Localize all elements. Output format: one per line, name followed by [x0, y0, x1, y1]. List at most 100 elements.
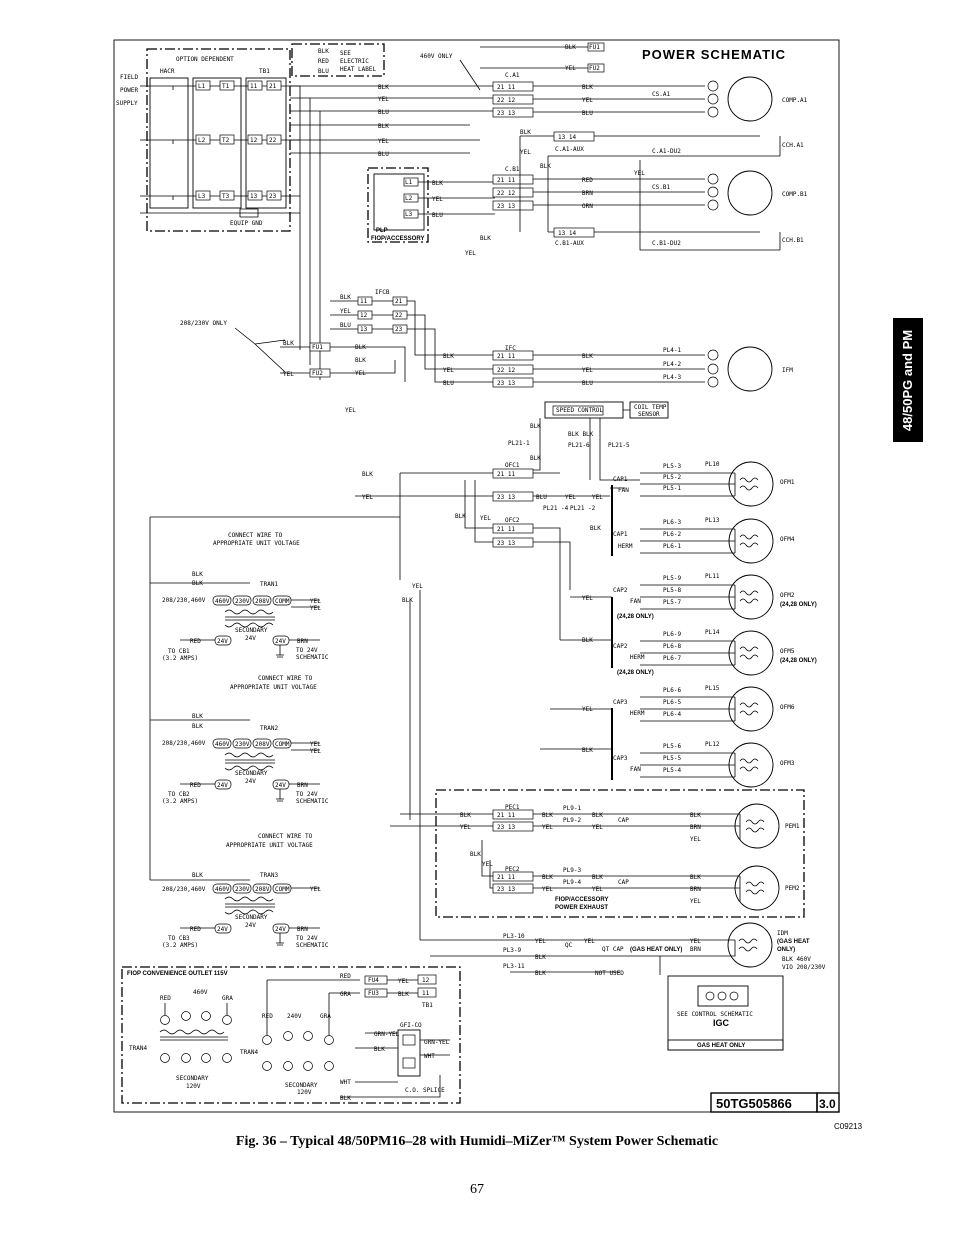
svg-text:23 13: 23 13: [497, 540, 515, 547]
svg-text:YEL: YEL: [582, 706, 593, 713]
svg-text:L1: L1: [198, 83, 206, 90]
option-dependent-label: OPTION DEPENDENT: [176, 56, 234, 63]
pl21-5-label: PL21-5: [608, 442, 630, 449]
svg-text:YEL: YEL: [362, 494, 373, 501]
svg-text:CAP3: CAP3: [613, 755, 628, 762]
svg-text:PEC1: PEC1: [505, 804, 520, 811]
du2-b1-label: C.B1-DU2: [652, 240, 681, 247]
svg-text:YEL: YEL: [340, 308, 351, 315]
comp-a1-label: COMP.A1: [782, 97, 808, 104]
svg-text:24V: 24V: [275, 638, 286, 645]
svg-text:BLK: BLK: [542, 812, 553, 819]
svg-text:L2: L2: [405, 195, 413, 202]
svg-text:TO 24V: TO 24V: [296, 647, 318, 654]
outdoor-fan-control: SPEED CONTROL COIL TEMP SENSOR BLKPL21-1…: [355, 401, 669, 640]
svg-text:PL3-11: PL3-11: [503, 963, 525, 970]
svg-text:QC: QC: [565, 942, 573, 949]
svg-text:FIOP CONVENIENCE OUTLET 115V: FIOP CONVENIENCE OUTLET 115V: [127, 971, 228, 977]
svg-text:GRA: GRA: [320, 1013, 331, 1020]
svg-text:24V: 24V: [245, 778, 256, 785]
svg-text:PL3-9: PL3-9: [503, 947, 521, 954]
svg-text:YEL: YEL: [465, 250, 476, 257]
svg-text:APPROPRIATE UNIT VOLTAGE: APPROPRIATE UNIT VOLTAGE: [226, 842, 313, 849]
svg-text:24V: 24V: [245, 922, 256, 929]
svg-text:BLK: BLK: [374, 1046, 385, 1053]
pl21-6-label: PL21-6: [568, 442, 590, 449]
svg-text:BLK: BLK: [443, 353, 454, 360]
svg-text:21 11: 21 11: [497, 812, 515, 819]
svg-text:BLU: BLU: [432, 212, 443, 219]
svg-text:YEL: YEL: [310, 598, 321, 605]
svg-text:BRN: BRN: [690, 886, 701, 893]
svg-text:GAS HEAT ONLY: GAS HEAT ONLY: [697, 1043, 745, 1049]
svg-text:ONLY): ONLY): [777, 947, 795, 953]
svg-text:208/230,460V: 208/230,460V: [162, 740, 206, 747]
svg-text:BRN: BRN: [690, 946, 701, 953]
hacr-box: [149, 77, 189, 209]
svg-text:(24,28 ONLY): (24,28 ONLY): [617, 670, 654, 676]
svg-text:PL5-4: PL5-4: [663, 767, 681, 774]
svg-text:BLK: BLK: [402, 597, 413, 604]
disconnect-box: [192, 77, 242, 209]
svg-text:BLK: BLK: [582, 353, 593, 360]
svg-text:C.O. SPLICE: C.O. SPLICE: [405, 1087, 445, 1094]
svg-text:YEL: YEL: [398, 978, 409, 985]
svg-text:BLU: BLU: [582, 380, 593, 387]
section-side-tab: 48/50PG and PM: [893, 318, 923, 442]
svg-text:SCHEMATIC: SCHEMATIC: [296, 654, 329, 661]
svg-text:21 11: 21 11: [497, 84, 515, 91]
svg-text:HERM: HERM: [630, 710, 645, 717]
pl21-2-label: PL21 -2: [570, 505, 596, 512]
svg-text:YEL: YEL: [634, 170, 645, 177]
svg-text:22: 22: [395, 312, 403, 319]
svg-text:12: 12: [250, 137, 258, 144]
svg-text:BLK: BLK: [530, 423, 541, 430]
svg-text:SECONDARY: SECONDARY: [176, 1075, 209, 1082]
svg-text:PL9-4: PL9-4: [563, 879, 581, 886]
svg-text:OFM3: OFM3: [780, 760, 795, 767]
svg-text:BLK: BLK: [398, 991, 409, 998]
svg-text:BLK: BLK: [340, 294, 351, 301]
pl4-2-label: PL4-2: [663, 361, 681, 368]
supply-label: SUPPLY: [116, 100, 138, 107]
svg-text:YEL: YEL: [310, 741, 321, 748]
svg-text:BRN: BRN: [297, 926, 308, 933]
svg-text:RED: RED: [190, 926, 201, 933]
svg-text:BLK: BLK: [362, 471, 373, 478]
svg-text:(3.2 AMPS): (3.2 AMPS): [162, 798, 198, 805]
svg-text:BLK: BLK: [592, 812, 603, 819]
svg-text:BLK: BLK: [432, 180, 443, 187]
svg-text:(24,28 ONLY): (24,28 ONLY): [780, 658, 817, 664]
svg-text:PL5-6: PL5-6: [663, 743, 681, 750]
svg-text:PEC2: PEC2: [505, 866, 520, 873]
svg-text:PL13: PL13: [705, 517, 720, 524]
svg-text:RED: RED: [160, 995, 171, 1002]
svg-text:YEL: YEL: [345, 407, 356, 414]
svg-text:23: 23: [269, 193, 277, 200]
fu2-label: FU2: [589, 65, 600, 72]
svg-text:YEL: YEL: [565, 65, 576, 72]
svg-text:BLK: BLK: [590, 525, 601, 532]
svg-text:CAP: CAP: [618, 817, 629, 824]
svg-text:YEL: YEL: [443, 367, 454, 374]
svg-text:OFM6: OFM6: [780, 704, 795, 711]
svg-text:CONNECT WIRE TO: CONNECT WIRE TO: [258, 833, 313, 840]
heat-electric-label: ELECTRIC: [340, 58, 369, 65]
svg-text:BRN: BRN: [297, 638, 308, 645]
svg-text:BLK: BLK: [192, 723, 203, 730]
svg-text:FAN: FAN: [630, 598, 641, 605]
svg-text:BLK: BLK: [520, 129, 531, 136]
svg-text:208/230,460V: 208/230,460V: [162, 886, 206, 893]
svg-text:FAN: FAN: [630, 766, 641, 773]
svg-text:13 14: 13 14: [558, 230, 576, 237]
svg-text:YEL: YEL: [584, 938, 595, 945]
svg-text:BLK: BLK: [355, 357, 366, 364]
hacr-label: HACR: [160, 68, 175, 75]
svg-text:11: 11: [360, 298, 368, 305]
drawing-number: 50TG505866: [716, 1096, 792, 1111]
svg-text:OFM4: OFM4: [780, 536, 795, 543]
svg-text:YEL: YEL: [480, 515, 491, 522]
